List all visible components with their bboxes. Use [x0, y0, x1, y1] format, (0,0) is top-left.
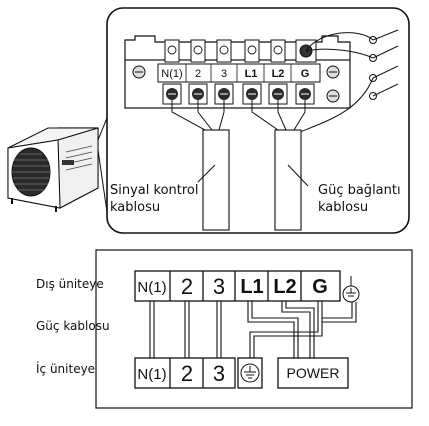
signal-cable-sheath	[202, 129, 230, 231]
indoor-terminal-n1: N(1)	[137, 366, 166, 383]
top-terminal-label-g: G	[301, 68, 310, 80]
power-supply-box	[277, 357, 349, 389]
top-terminal-label-2: 2	[195, 68, 201, 80]
indoor-terminal-3: 3	[213, 361, 225, 386]
schematic-power-wires	[247, 301, 357, 358]
outdoor-terminal-l1: L1	[240, 276, 263, 298]
outdoor-terminal-l2: L2	[273, 276, 296, 298]
outdoor-terminal-g: G	[312, 276, 328, 298]
outdoor-terminal-n1: N(1)	[137, 279, 166, 296]
outdoor-terminal-row: N(1) 2 3 L1 L2 G	[134, 270, 341, 302]
indoor-terminal-row: N(1) 2 3	[134, 357, 236, 389]
outdoor-unit-illustration	[7, 127, 99, 212]
power-cable-leader	[287, 164, 309, 187]
ground-icon	[237, 357, 263, 389]
outdoor-unit-label: Dış üniteye	[36, 277, 104, 291]
signal-cable-label-line1: Sinyal kontrol	[110, 183, 199, 198]
power-cable-sheath	[274, 129, 302, 231]
indoor-unit-label: İç üniteye	[36, 362, 96, 376]
indoor-terminal-2: 2	[181, 361, 193, 386]
power-label: POWER	[287, 365, 340, 381]
zoom-line	[97, 117, 108, 141]
zoom-line	[97, 149, 108, 213]
power-wires	[251, 100, 306, 131]
signal-cable-leader	[197, 164, 216, 183]
top-terminal-label-l1: L1	[245, 68, 258, 80]
power-cable-label-line2: kablosu	[318, 200, 369, 215]
power-cable-label-line1: Güç bağlantı	[318, 183, 401, 198]
top-terminal-label-3: 3	[221, 68, 227, 80]
top-terminal-label-l2: L2	[272, 68, 285, 80]
signal-cable-label-line2: kablosu	[110, 200, 161, 215]
signal-wires	[171, 100, 225, 131]
top-terminal-label-n1: N(1)	[161, 68, 182, 80]
terminal-block: N(1) 2 3 L1 L2 G	[124, 35, 351, 109]
outdoor-terminal-3: 3	[213, 274, 225, 299]
schematic-signal-wires	[149, 301, 222, 358]
outdoor-terminal-2: 2	[181, 274, 193, 299]
ground-icon	[342, 276, 360, 303]
panel-wires-right	[299, 29, 399, 133]
power-cable-label: Güç kablosu	[36, 319, 110, 333]
